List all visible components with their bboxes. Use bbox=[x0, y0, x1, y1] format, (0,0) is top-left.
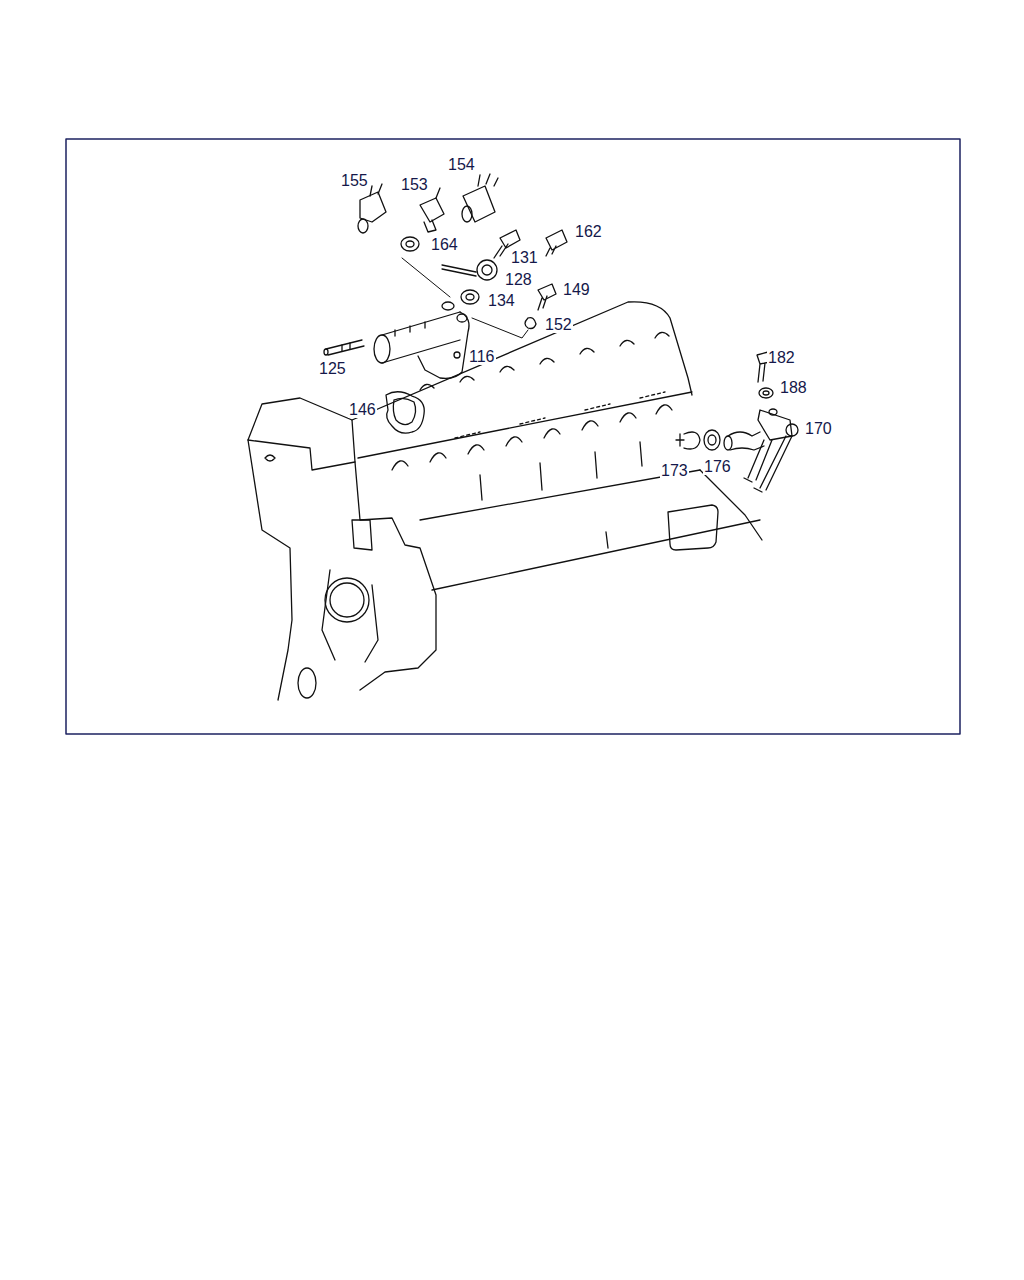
callout-number: 188 bbox=[779, 380, 808, 396]
callout-number: 116 bbox=[468, 349, 496, 365]
callout-number: 170 bbox=[804, 421, 833, 437]
gasket bbox=[386, 392, 424, 433]
callout-number: 149 bbox=[562, 282, 591, 298]
callout-number: 154 bbox=[447, 157, 476, 173]
pipe-assembly bbox=[676, 409, 798, 492]
frame bbox=[66, 139, 960, 734]
callout-number: 164 bbox=[430, 237, 459, 253]
callout-number: 182 bbox=[767, 350, 796, 366]
callout-number: 155 bbox=[340, 173, 369, 189]
callout-number: 125 bbox=[318, 361, 347, 377]
callout-number: 134 bbox=[487, 293, 516, 309]
callout-number: 162 bbox=[574, 224, 603, 240]
callout-number: 153 bbox=[400, 177, 429, 193]
callout-number: 128 bbox=[504, 272, 533, 288]
callout-number: 131 bbox=[510, 250, 539, 266]
sensors-and-fasteners bbox=[358, 174, 773, 398]
callout-number: 146 bbox=[348, 402, 377, 418]
callout-number: 176 bbox=[703, 459, 732, 475]
callout-number: 152 bbox=[544, 317, 573, 333]
engine-block bbox=[248, 302, 762, 700]
callout-number: 173 bbox=[660, 463, 689, 479]
leader-lines bbox=[402, 258, 528, 338]
